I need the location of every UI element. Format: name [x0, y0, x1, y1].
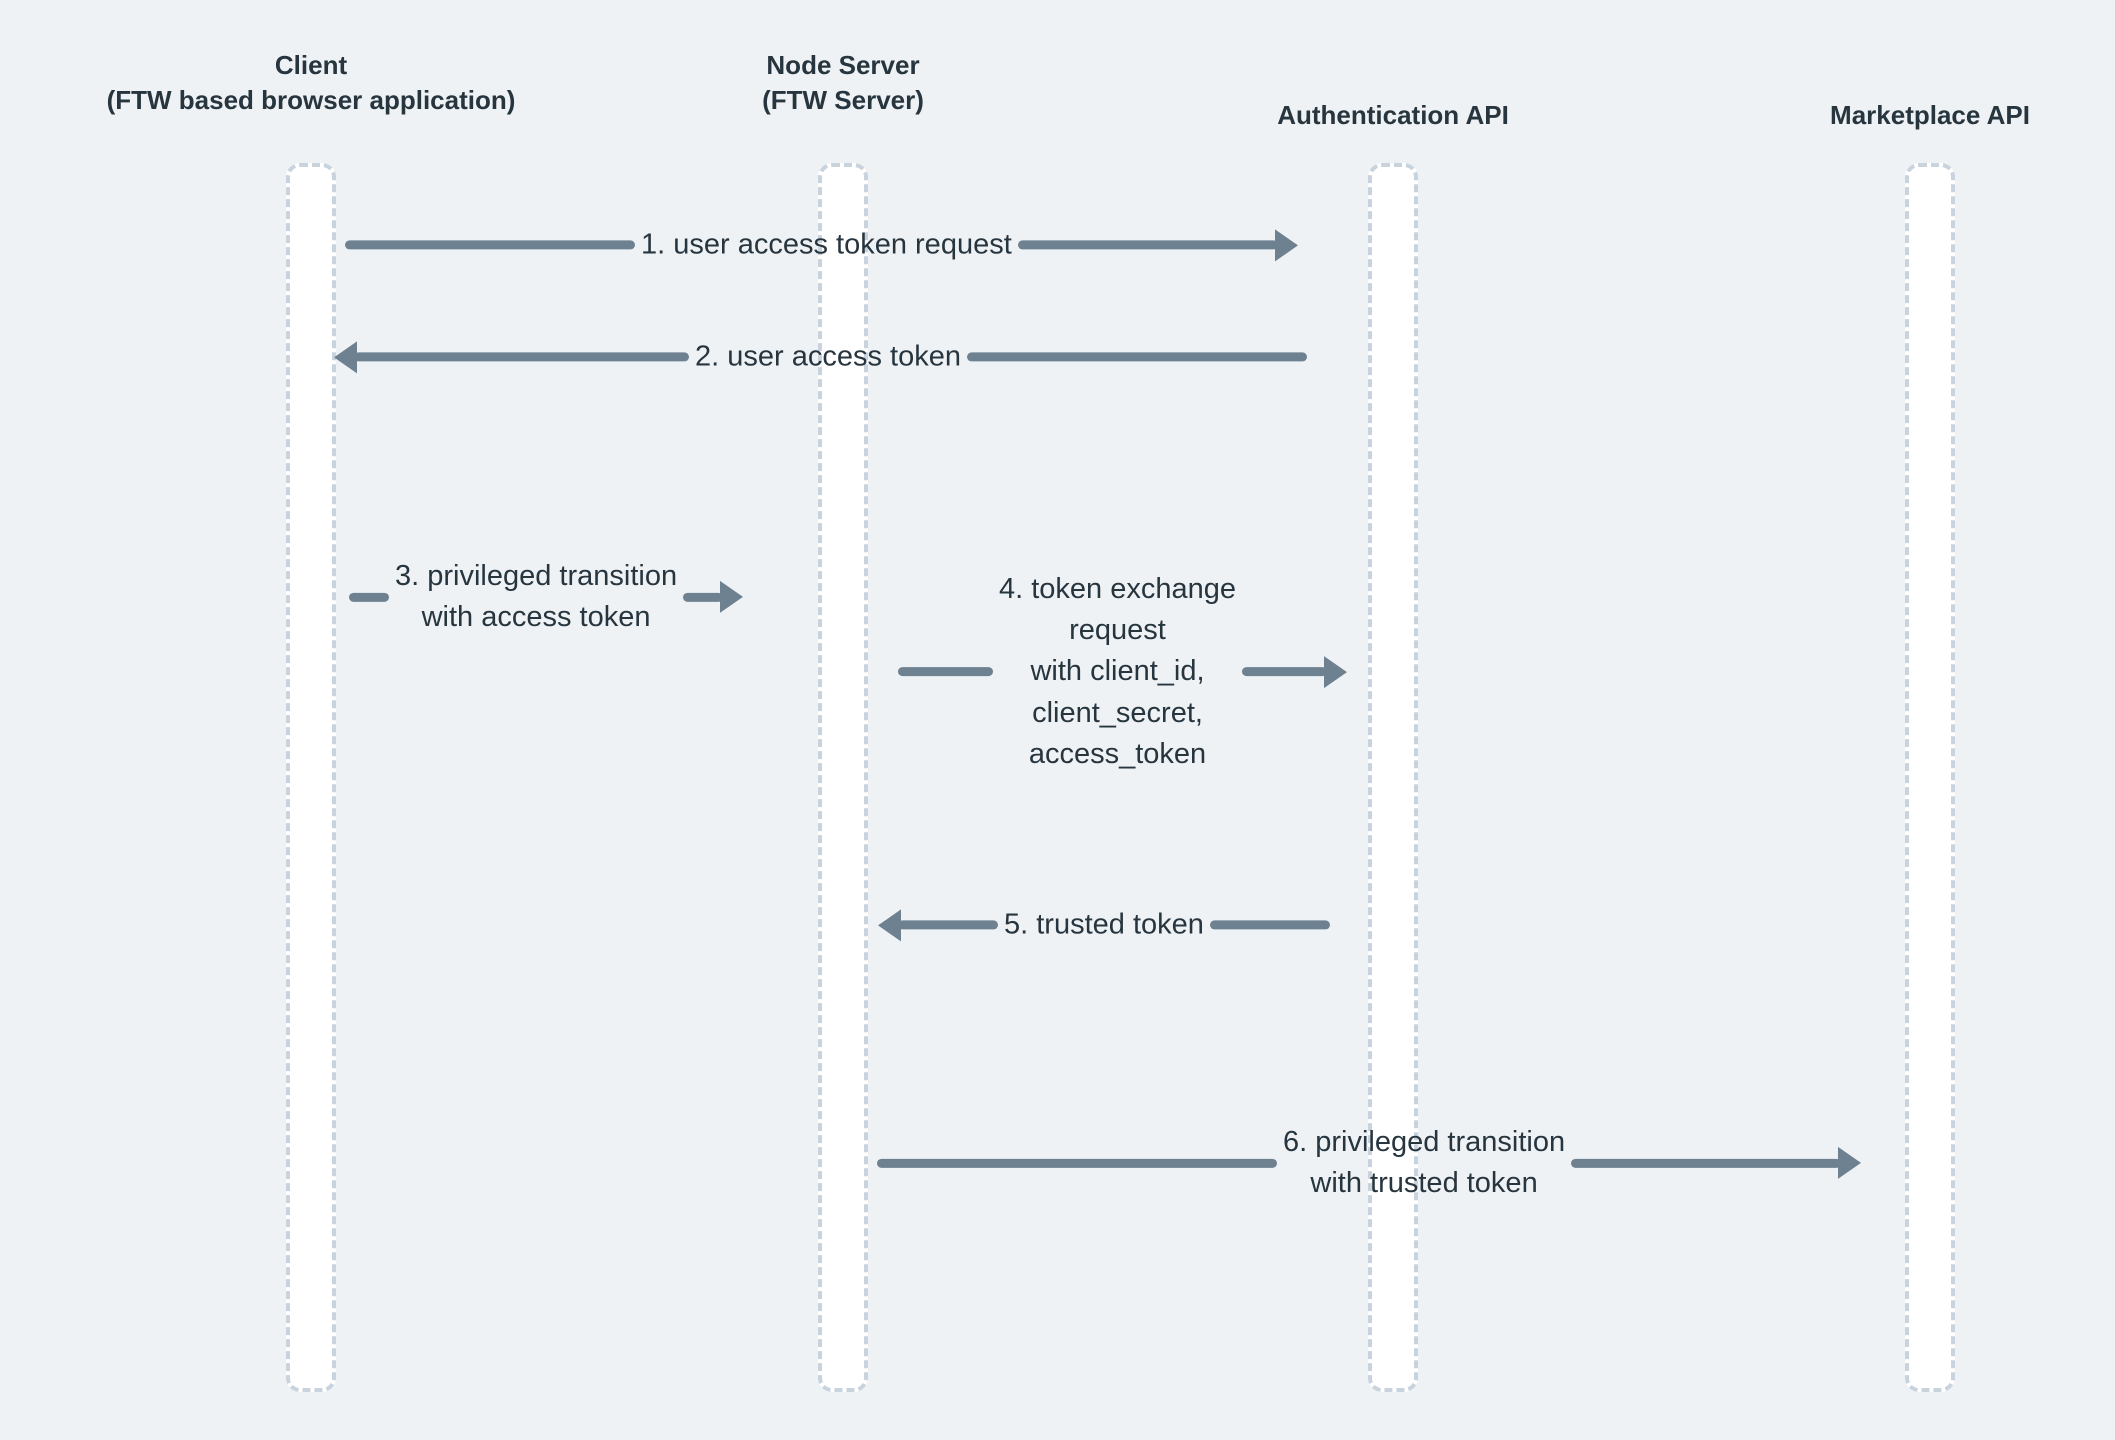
- message-2-line-right: [966, 352, 1307, 362]
- lifeline-client: [286, 163, 336, 1392]
- message-6-label: 6. privileged transition with trusted to…: [1283, 1125, 1566, 1199]
- message-6-line-left: [877, 1158, 1277, 1168]
- participant-header-authentication-api: Authentication API: [1277, 98, 1509, 133]
- message-4-line-left: [898, 667, 993, 677]
- message-4-label: 4. token exchange request with client_id…: [999, 573, 1237, 770]
- message-5: 5. trusted token: [898, 904, 1330, 945]
- message-4-line-right-arrow: [1242, 667, 1328, 677]
- message-3: 3. privileged transition with access tok…: [349, 556, 724, 638]
- message-3-line-left: [349, 592, 389, 602]
- message-3-line-right-arrow: [683, 592, 724, 602]
- participant-name-line2: (FTW Server): [762, 85, 924, 116]
- message-2-line-left-arrow: [354, 352, 689, 362]
- participant-header-node-server: Node Server (FTW Server): [762, 48, 924, 118]
- message-2: 2. user access token: [354, 336, 1307, 377]
- participant-name-line1: Authentication API: [1277, 100, 1509, 130]
- message-1-label: 1. user access token request: [641, 228, 1012, 261]
- message-6-line-right-arrow: [1571, 1158, 1842, 1168]
- message-1-line-left: [345, 240, 635, 250]
- message-5-label: 5. trusted token: [1004, 908, 1204, 941]
- participant-name-line2: (FTW based browser application): [106, 85, 516, 116]
- participant-header-client: Client (FTW based browser application): [107, 48, 516, 118]
- lifeline-node-server: [818, 163, 868, 1392]
- message-5-line-left-arrow: [898, 920, 998, 930]
- participant-name-line1: Marketplace API: [1830, 100, 2030, 130]
- participant-name-line1: Node Server: [766, 50, 920, 80]
- message-6: 6. privileged transition with trusted to…: [877, 1122, 1842, 1204]
- participant-header-marketplace-api: Marketplace API: [1830, 98, 2030, 133]
- message-3-label: 3. privileged transition with access tok…: [395, 559, 678, 633]
- message-5-line-right: [1209, 920, 1330, 930]
- participant-name-line1: Client: [274, 50, 348, 80]
- message-1: 1. user access token request: [345, 224, 1278, 265]
- message-1-line-right-arrow: [1017, 240, 1278, 250]
- lifeline-marketplace-api: [1905, 163, 1955, 1392]
- message-2-label: 2. user access token: [695, 340, 961, 373]
- message-4: 4. token exchange request with client_id…: [898, 569, 1328, 775]
- lifeline-authentication-api: [1368, 163, 1418, 1392]
